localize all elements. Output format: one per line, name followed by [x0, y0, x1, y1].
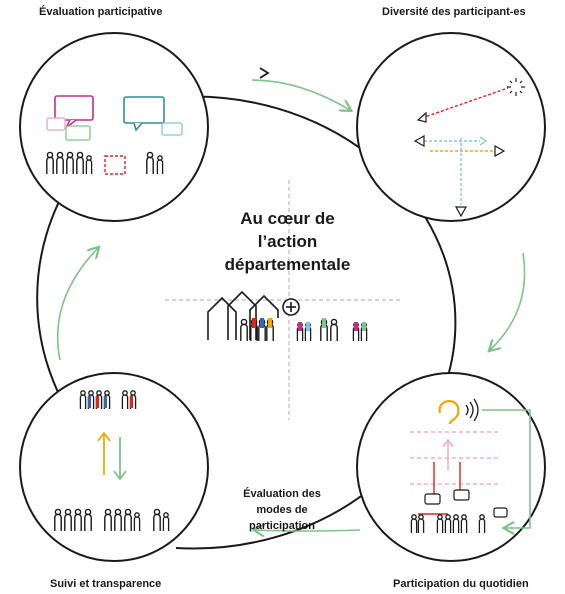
evaluation-modes-label: Évaluation des modes de participation: [232, 486, 332, 534]
central-people: [240, 318, 368, 342]
evaluation-modes-line-3: participation: [248, 520, 315, 532]
node-label-top-left: Évaluation participative: [39, 6, 163, 18]
people-group-top: [79, 390, 137, 410]
evaluation-modes-line-1: Évaluation des: [243, 488, 321, 500]
exchange-arrows-icon: [97, 431, 127, 481]
central-title-line-1: Au cœur de: [240, 209, 335, 228]
evaluation-modes-line-2: modes de: [256, 504, 308, 516]
central-title-line-3: départementale: [224, 255, 351, 274]
node-circle-bottom-left[interactable]: [19, 372, 209, 562]
feedback-lines: [410, 409, 531, 528]
flow-arrow-top: [251, 79, 350, 110]
central-title: Au cœur de l’action départementale: [200, 207, 375, 276]
direction-arrow-icon: [413, 78, 525, 218]
flow-arrow-bottom: [255, 530, 361, 531]
plus-icon: [282, 298, 300, 316]
house-icon: [207, 290, 279, 340]
node-label-top-right: Diversité des participant-es: [382, 6, 526, 18]
ring-arrow-icon: [259, 67, 270, 79]
sound-waves-icon: [465, 398, 479, 422]
flow-arrow-right: [490, 252, 526, 350]
speech-bubble-icon: [46, 95, 183, 141]
node-circle-top-right[interactable]: [356, 32, 546, 222]
cycle-ring: [175, 95, 457, 550]
node-label-bottom-left: Suivi et transparence: [50, 578, 162, 590]
central-title-line-2: l’action: [257, 232, 318, 251]
ear-icon: [438, 400, 460, 425]
small-bubbles: [418, 489, 508, 518]
flow-arrow-left: [56, 248, 98, 361]
target-icon: [104, 155, 126, 175]
cycle-ring-left: [36, 177, 73, 419]
node-label-bottom-right: Participation du quotidien: [393, 578, 529, 590]
